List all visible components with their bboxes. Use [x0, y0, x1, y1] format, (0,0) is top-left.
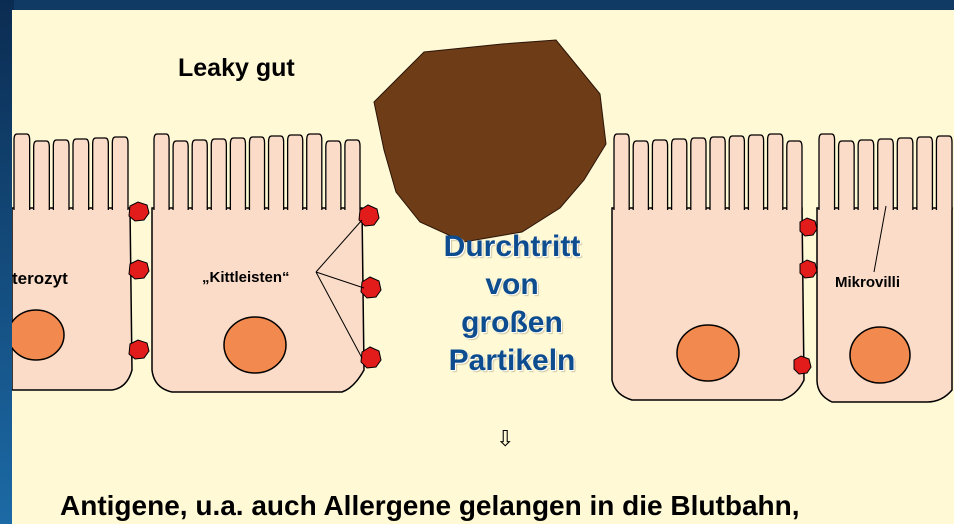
microvillus — [93, 138, 109, 210]
large-particle — [374, 40, 606, 242]
microvillus — [858, 140, 874, 210]
microvillus — [652, 140, 667, 210]
microvillus — [633, 141, 648, 210]
center-caption-line: von — [382, 266, 642, 304]
microvillus — [173, 141, 188, 210]
junction-blob — [129, 260, 149, 279]
nucleus — [677, 325, 739, 381]
microvillus — [154, 134, 169, 210]
microvillus — [936, 136, 952, 210]
nucleus — [850, 327, 910, 383]
junction-blob — [129, 340, 149, 359]
microvillus — [748, 135, 763, 210]
microvillus — [917, 137, 933, 210]
microvillus — [288, 135, 303, 210]
microvillus — [345, 140, 360, 210]
microvillus — [269, 136, 284, 210]
center-caption-line: großen — [382, 304, 642, 342]
enterocyte-cell-1 — [12, 208, 132, 390]
microvillus — [307, 134, 322, 210]
microvillus — [710, 137, 725, 210]
microvillus — [53, 140, 69, 210]
microvillus — [73, 139, 89, 210]
microvillus — [14, 134, 30, 210]
slide-title: Leaky gut — [178, 54, 295, 83]
microvillus — [211, 139, 226, 210]
nucleus — [12, 310, 64, 360]
center-caption-line: Durchtritt — [382, 228, 642, 266]
center-caption: Durchtritt von großen Partikeln — [382, 228, 642, 380]
nucleus — [224, 317, 286, 373]
microvillus — [249, 137, 264, 210]
microvillus — [768, 134, 783, 210]
microvillus — [819, 134, 835, 210]
slide-canvas: Leaky gut terozyt „Kittleisten“ Mikrovil… — [12, 10, 954, 524]
microvillus — [839, 141, 855, 210]
microvillus — [672, 139, 687, 210]
microvillus — [230, 138, 245, 210]
center-caption-line: Partikeln — [382, 342, 642, 380]
enterocyte-label: terozyt — [12, 269, 68, 289]
microvillus — [691, 138, 706, 210]
microvillus — [34, 141, 50, 210]
microvillus — [787, 141, 802, 210]
junction-blob — [800, 260, 817, 278]
down-arrow-icon: ⇩ — [496, 426, 514, 452]
junction-blob — [129, 202, 149, 221]
bottom-caption: Antigene, u.a. auch Allergene gelangen i… — [60, 490, 800, 522]
microvillus — [112, 137, 128, 210]
microvillus — [326, 141, 341, 210]
junction-blob — [794, 356, 811, 374]
microvillus — [729, 136, 744, 210]
microvillus — [878, 139, 894, 210]
junction-blob — [800, 218, 817, 236]
microvillus — [897, 138, 913, 210]
microvilli-label: Mikrovilli — [835, 274, 900, 291]
microvillus — [192, 140, 207, 210]
tight-junction-label: „Kittleisten“ — [202, 269, 290, 286]
microvillus — [614, 134, 629, 210]
